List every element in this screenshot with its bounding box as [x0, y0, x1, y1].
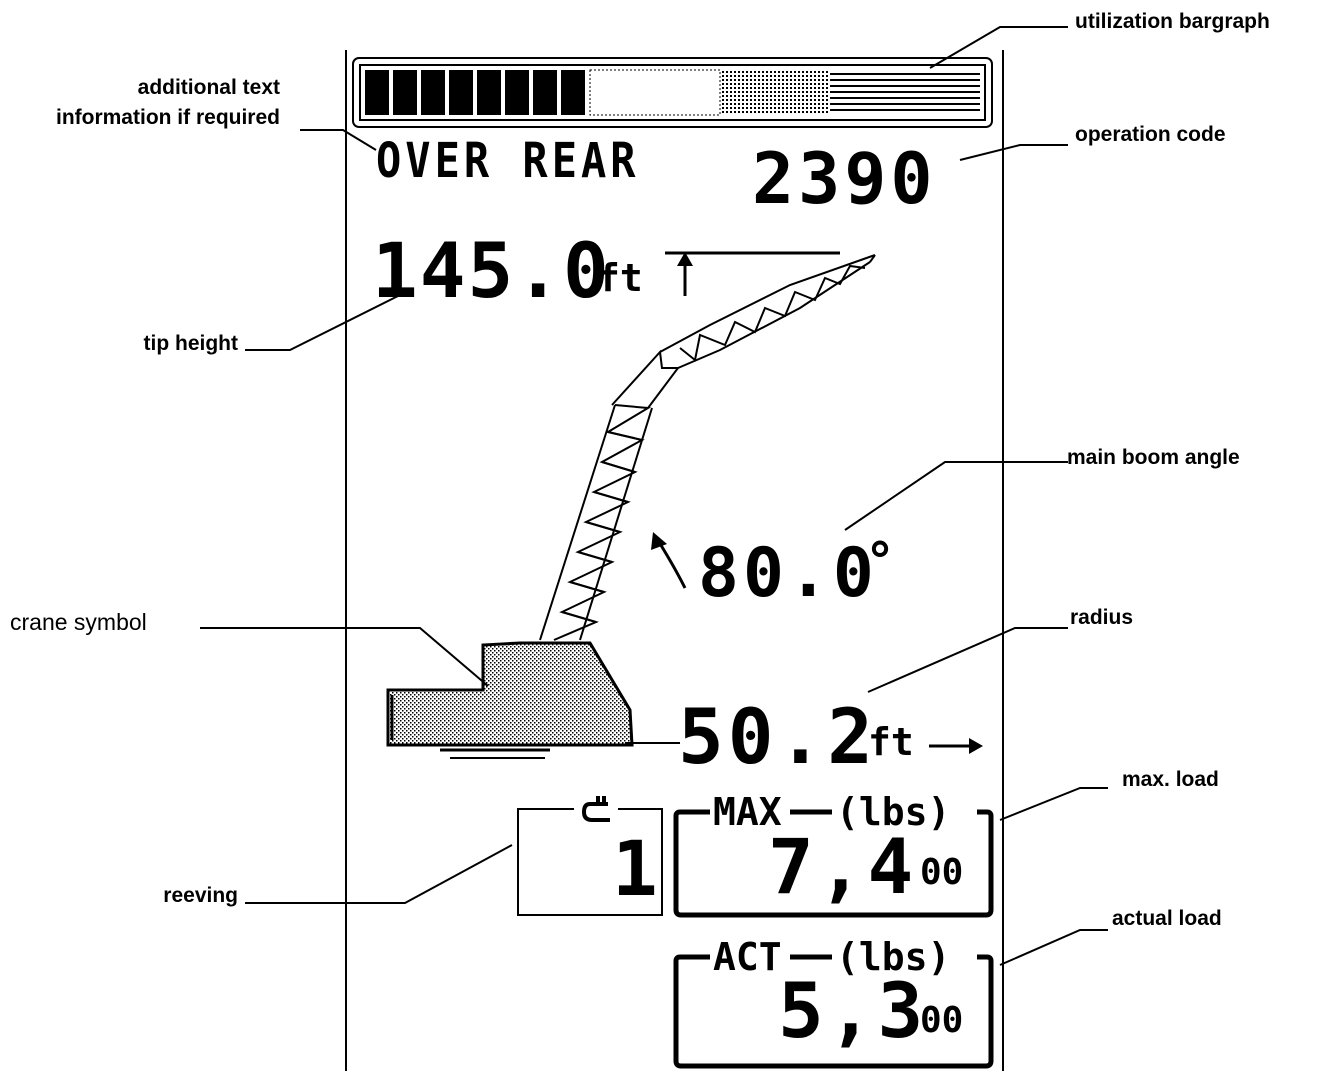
lcd-display-frame	[345, 50, 1004, 1071]
utilization-segment	[393, 70, 417, 115]
callout-utilization-bargraph: utilization bargraph	[1075, 10, 1270, 33]
status-text: OVER REAR	[376, 132, 640, 189]
callout-reeving: reeving	[163, 884, 238, 907]
utilization-bargraph	[352, 57, 993, 128]
hook-icon	[581, 796, 610, 822]
utilization-segment	[449, 70, 473, 115]
callout-crane-symbol: crane symbol	[10, 609, 147, 635]
radius-unit: ft	[868, 720, 914, 764]
utilization-segment	[561, 70, 585, 115]
max-load-box	[673, 809, 994, 918]
operation-code: 2390	[752, 138, 937, 220]
utilization-segment	[477, 70, 501, 115]
callout-operation-code: operation code	[1075, 123, 1226, 146]
max-load-unit: (lbs)	[836, 790, 951, 834]
callout-actual-load: actual load	[1112, 907, 1222, 930]
tip-height-value: 145.0	[372, 226, 611, 315]
act-load-small: 00	[920, 1000, 964, 1041]
callout-max-load: max. load	[1122, 768, 1219, 791]
callout-tip-height: tip height	[143, 332, 238, 355]
utilization-segment	[365, 70, 389, 115]
callout-additional-text-line1: additional text	[137, 76, 280, 99]
boom-angle-unit: °	[865, 532, 896, 590]
reeving-box	[517, 808, 663, 916]
crane-symbol	[386, 251, 876, 759]
max-load-value: 7,4	[768, 822, 918, 911]
act-load-box	[673, 954, 994, 1069]
act-load-unit: (lbs)	[836, 935, 951, 979]
radius-value: 50.2	[678, 692, 878, 781]
utilization-segment	[533, 70, 557, 115]
curved-arrow-icon	[651, 532, 687, 589]
utilization-segment	[421, 70, 445, 115]
act-load-label: ACT	[713, 935, 782, 979]
tip-height-unit: ft	[597, 256, 643, 300]
callout-additional-text-line2: information if required	[55, 106, 280, 129]
right-arrow-icon	[929, 738, 983, 754]
reeving-value: 1	[612, 824, 658, 913]
callout-main-boom-angle: main boom angle	[1067, 446, 1240, 469]
max-load-small: 00	[920, 852, 964, 893]
act-load-value: 5,3	[778, 966, 928, 1055]
utilization-segment	[505, 70, 529, 115]
callout-radius: radius	[1070, 606, 1134, 629]
boom-angle-value: 80.0	[698, 534, 878, 613]
up-arrow-icon	[677, 252, 693, 296]
max-load-label: MAX	[713, 790, 782, 834]
